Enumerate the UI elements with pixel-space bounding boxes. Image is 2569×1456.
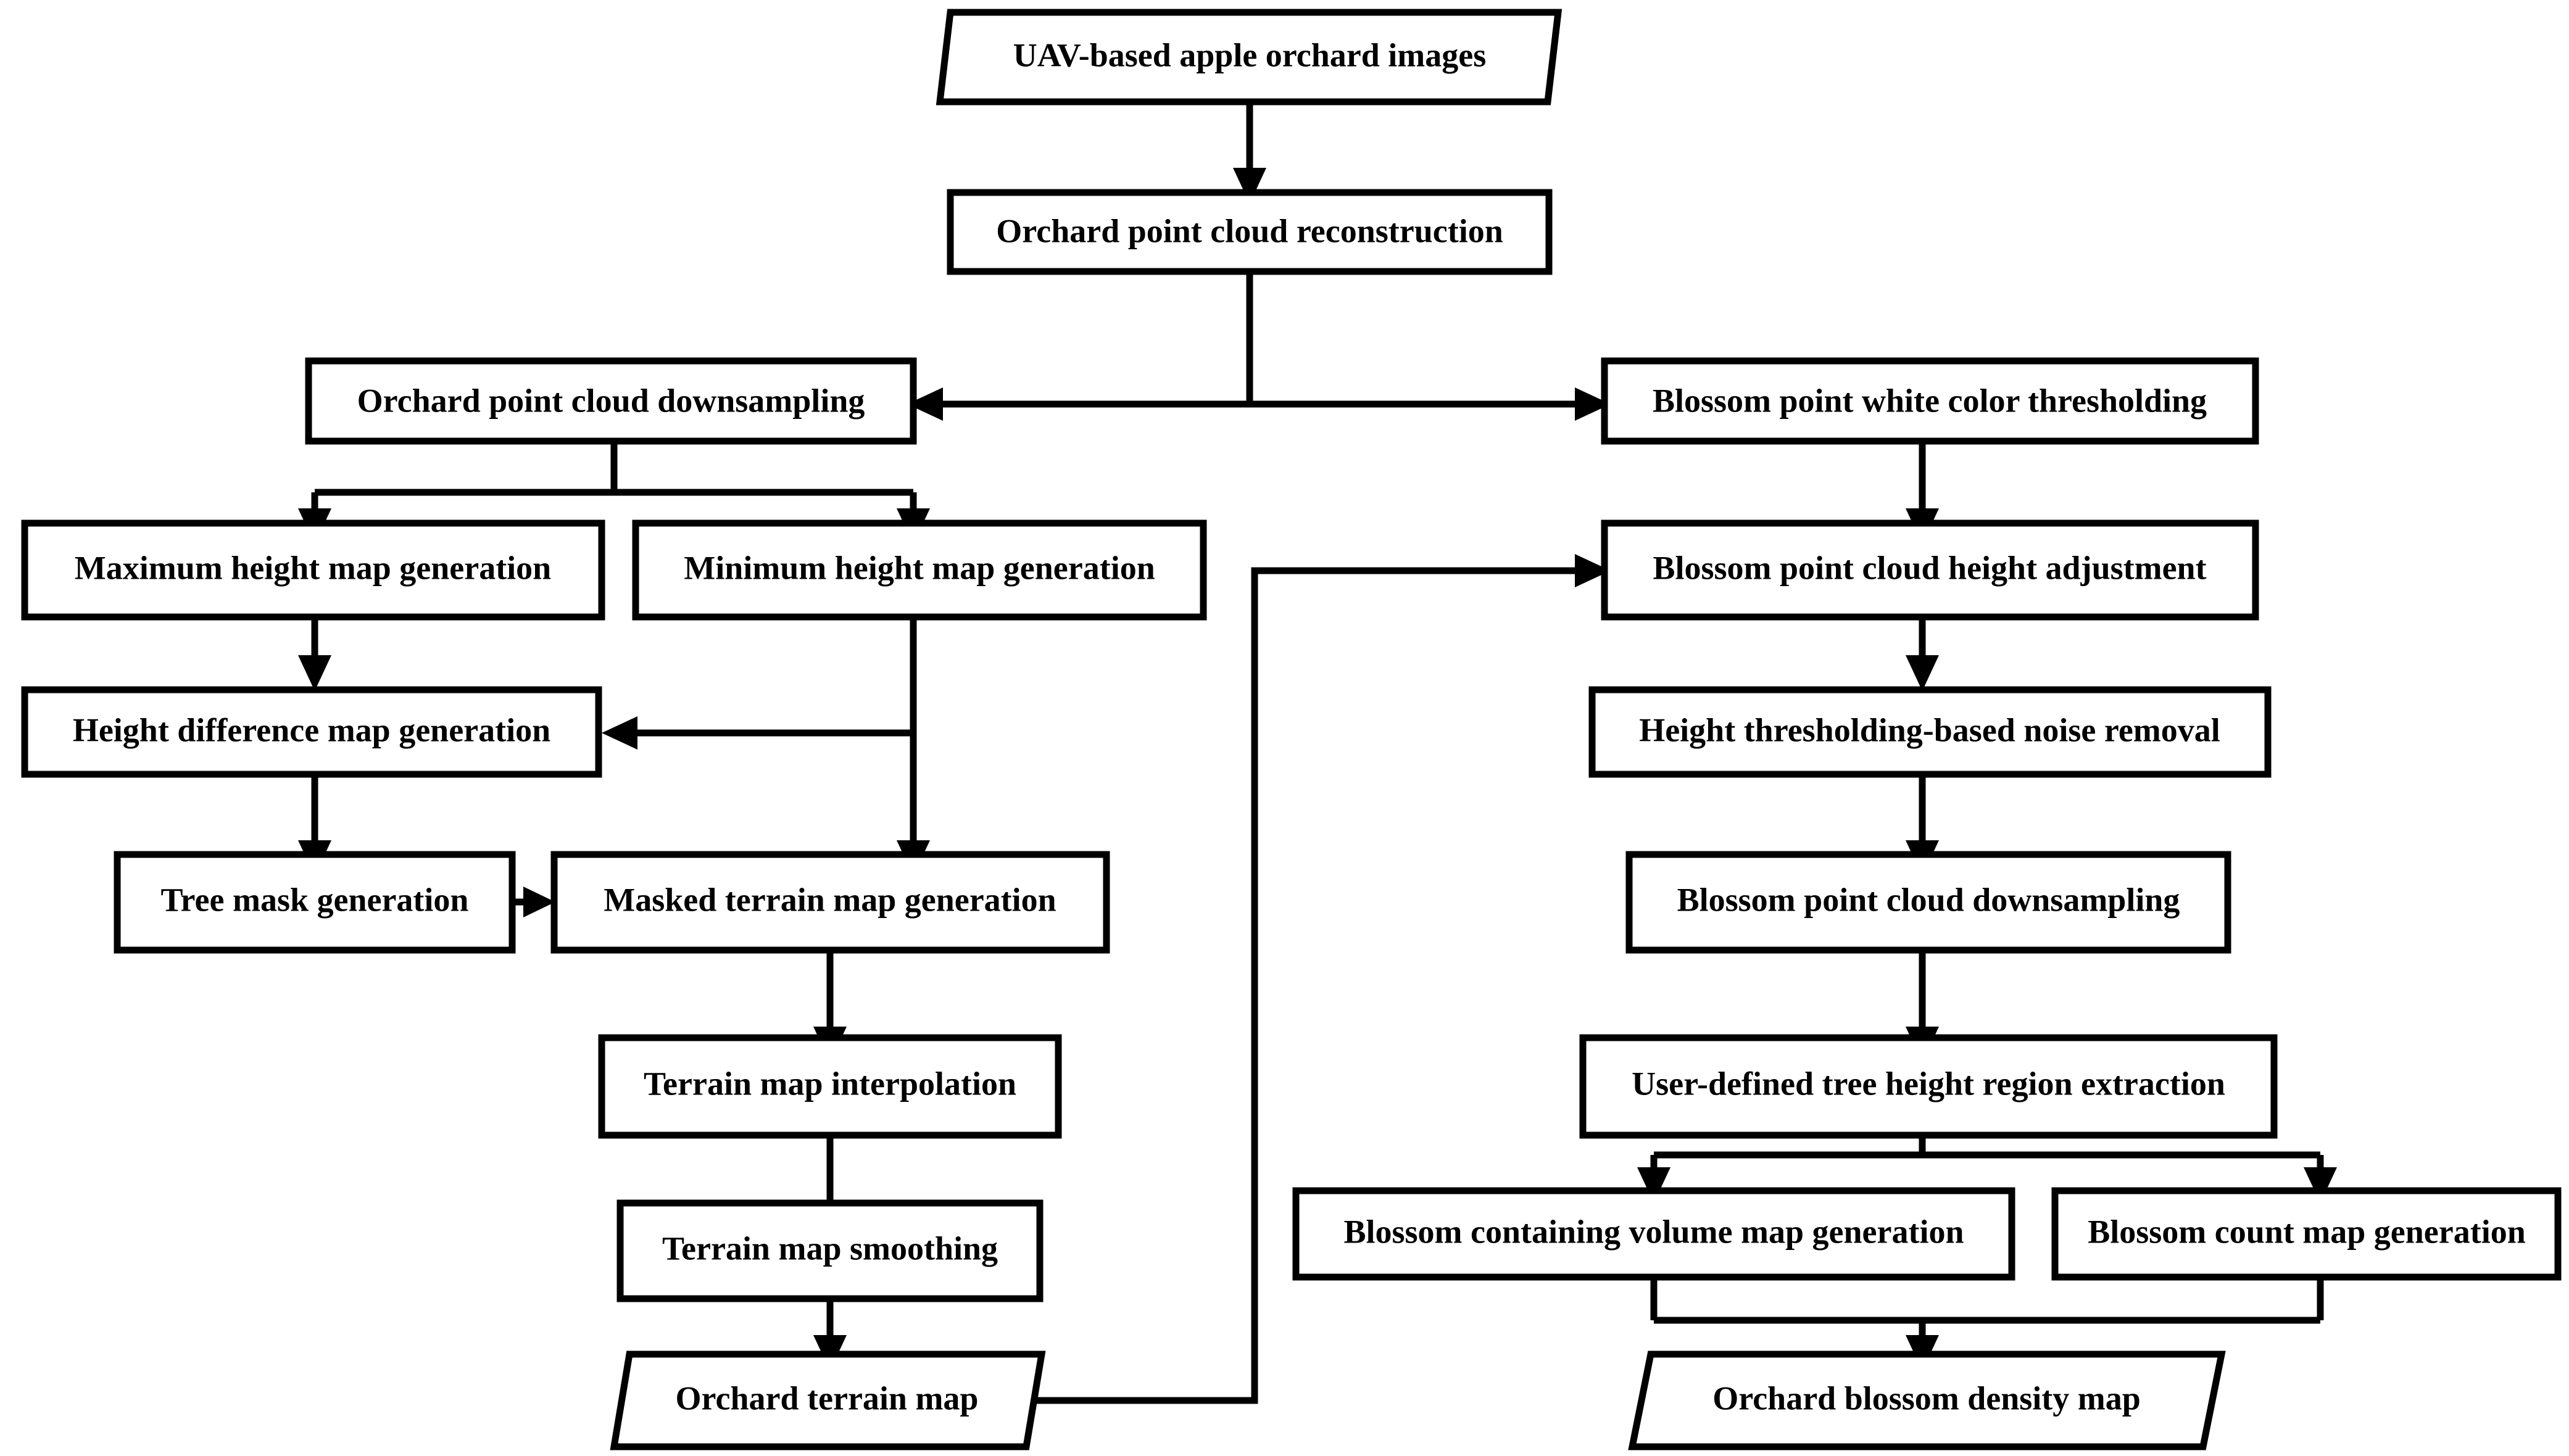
node-max-height[interactable]: Maximum height map generation bbox=[21, 519, 605, 621]
blossom-down-label: Blossom point cloud downsampling bbox=[1677, 881, 2180, 918]
orchard-down-shape bbox=[305, 357, 917, 445]
arrow-head-blossom-count bbox=[2304, 1167, 2337, 1203]
arrow-head-noise-removal bbox=[1906, 655, 1939, 691]
tree-mask-label: Tree mask generation bbox=[161, 881, 469, 918]
min-height-shape bbox=[632, 519, 1207, 621]
blossom-volume-label: Blossom containing volume map generation bbox=[1343, 1213, 1964, 1250]
terrain-smooth-shape bbox=[616, 1199, 1044, 1302]
node-layer: UAV-based apple orchard images Orchard p… bbox=[21, 9, 2562, 1450]
node-orchard-terrain[interactable]: Orchard terrain map bbox=[610, 1351, 1046, 1450]
max-height-label: Maximum height map generation bbox=[75, 549, 551, 586]
blossom-count-shape bbox=[2051, 1187, 2562, 1281]
node-tree-mask[interactable]: Tree mask generation bbox=[114, 851, 516, 954]
arrow-head-recon bbox=[1233, 168, 1266, 204]
arrow-head-adjust-from-terrain bbox=[1575, 554, 1611, 587]
noise-removal-shape bbox=[1588, 686, 2272, 778]
terrain-interp-shape bbox=[598, 1034, 1062, 1139]
node-blossom-white[interactable]: Blossom point white color thresholding bbox=[1601, 357, 2259, 445]
orchard-down-label: Orchard point cloud downsampling bbox=[357, 382, 865, 419]
blossom-adjust-label: Blossom point cloud height adjustment bbox=[1653, 549, 2206, 586]
arrow-head-blossom-white bbox=[1575, 387, 1611, 421]
edge-terrainmap-to-adjust bbox=[1015, 567, 1580, 1404]
node-blossom-volume[interactable]: Blossom containing volume map generation bbox=[1292, 1187, 2015, 1281]
blossom-density-shape bbox=[1628, 1351, 2226, 1450]
node-blossom-down[interactable]: Blossom point cloud downsampling bbox=[1625, 851, 2231, 954]
recon-label: Orchard point cloud reconstruction bbox=[996, 212, 1503, 249]
blossom-volume-shape bbox=[1292, 1187, 2015, 1281]
masked-terrain-shape bbox=[550, 851, 1110, 954]
node-terrain-interp[interactable]: Terrain map interpolation bbox=[598, 1034, 1062, 1139]
node-min-height[interactable]: Minimum height map generation bbox=[632, 519, 1207, 621]
uav-images-label: UAV-based apple orchard images bbox=[1013, 36, 1487, 73]
height-diff-shape bbox=[21, 686, 602, 778]
orchard-terrain-label: Orchard terrain map bbox=[676, 1379, 979, 1417]
tree-mask-shape bbox=[114, 851, 516, 954]
blossom-count-label: Blossom count map generation bbox=[2088, 1213, 2526, 1250]
node-blossom-adjust[interactable]: Blossom point cloud height adjustment bbox=[1601, 519, 2259, 621]
node-blossom-count[interactable]: Blossom count map generation bbox=[2051, 1187, 2562, 1281]
arrow-head-height-diff bbox=[298, 655, 331, 691]
orchard-terrain-shape bbox=[610, 1351, 1046, 1450]
noise-removal-label: Height thresholding-based noise removal bbox=[1639, 711, 2220, 748]
node-orchard-down[interactable]: Orchard point cloud downsampling bbox=[305, 357, 917, 445]
node-uav-images[interactable]: UAV-based apple orchard images bbox=[936, 9, 1563, 105]
masked-terrain-label: Masked terrain map generation bbox=[604, 881, 1056, 918]
node-blossom-density[interactable]: Orchard blossom density map bbox=[1628, 1351, 2226, 1450]
blossom-down-shape bbox=[1625, 851, 2231, 954]
tree-height-region-label: User-defined tree height region extracti… bbox=[1632, 1065, 2225, 1102]
arrow-head-masked-terrain-side bbox=[523, 887, 555, 917]
arrow-head-blossom-volume bbox=[1637, 1167, 1670, 1203]
node-terrain-smooth[interactable]: Terrain map smoothing bbox=[616, 1199, 1044, 1302]
node-recon[interactable]: Orchard point cloud reconstruction bbox=[947, 189, 1553, 275]
terrain-smooth-label: Terrain map smoothing bbox=[662, 1230, 998, 1267]
height-diff-label: Height difference map generation bbox=[73, 711, 550, 748]
arrow-head-orchard-down bbox=[907, 387, 943, 421]
node-tree-height-region[interactable]: User-defined tree height region extracti… bbox=[1579, 1034, 2278, 1139]
node-masked-terrain[interactable]: Masked terrain map generation bbox=[550, 851, 1110, 954]
blossom-density-label: Orchard blossom density map bbox=[1712, 1379, 2141, 1417]
arrow-head-height-diff-side bbox=[602, 716, 637, 750]
terrain-interp-label: Terrain map interpolation bbox=[644, 1065, 1016, 1102]
min-height-label: Minimum height map generation bbox=[684, 549, 1155, 586]
node-height-diff[interactable]: Height difference map generation bbox=[21, 686, 602, 778]
blossom-white-shape bbox=[1601, 357, 2259, 445]
max-height-shape bbox=[21, 519, 605, 621]
tree-height-region-shape bbox=[1579, 1034, 2278, 1139]
blossom-adjust-shape bbox=[1601, 519, 2259, 621]
node-noise-removal[interactable]: Height thresholding-based noise removal bbox=[1588, 686, 2272, 778]
uav-images-shape bbox=[936, 9, 1563, 105]
recon-shape bbox=[947, 189, 1553, 275]
blossom-white-label: Blossom point white color thresholding bbox=[1653, 382, 2207, 419]
